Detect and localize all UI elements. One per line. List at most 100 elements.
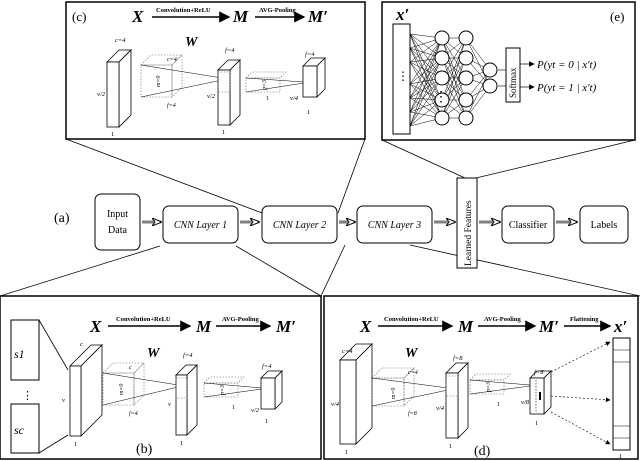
panel-c-output-cube: [302, 65, 318, 98]
cnn-layer-2-node: [261, 205, 338, 244]
panel-b-m-k: m=9: [119, 384, 125, 395]
cnn-layer-1-label: CNN Layer 1: [174, 220, 227, 231]
panel-b-s1: s1: [14, 347, 25, 361]
panel-c-input-slab: [106, 61, 120, 128]
pipeline-tag: (a): [54, 211, 70, 226]
panel-b-f-k: f=4: [129, 410, 138, 417]
panel-d-v4-in: v/4: [331, 401, 340, 408]
panel-e-input-dots: ⋮: [397, 69, 409, 83]
panel-c-f-m: f=4: [225, 47, 235, 54]
panel-d-one-p: 1: [497, 402, 500, 408]
nn-neuron: [458, 50, 474, 66]
panel-b-p-k: p=3: [220, 385, 226, 396]
nn-edge: [441, 77, 467, 119]
panel-c-v2-m: v/2: [207, 93, 216, 100]
panel-d-p-k: p=3: [486, 382, 492, 393]
panel-d-output-cube: [529, 377, 545, 415]
connector-lines: [0, 138, 640, 297]
panel-b-v-in: v: [62, 397, 65, 404]
panel-d: X Convolution+ReLU M AVG-Pooling M′ Flat…: [323, 295, 639, 460]
labels-node: [579, 205, 629, 244]
nn-edge: [409, 33, 443, 79]
nn-edge: [465, 69, 491, 119]
panel-b-sc-box: [10, 403, 40, 454]
panel-d-mp-label: M′: [538, 317, 559, 336]
panel-c-f-k: f=4: [167, 102, 176, 109]
nn-neuron: [482, 78, 498, 94]
learned-features-node: [456, 177, 478, 269]
nn-edge: [409, 47, 443, 119]
panel-c-one-m: 1: [222, 129, 225, 136]
panel-b-m-slab: [175, 374, 188, 436]
panel-d-one-m: 1: [449, 443, 452, 450]
nn-edge: [409, 37, 443, 99]
nn-neuron: [458, 70, 474, 86]
labels-label: Labels: [591, 220, 618, 231]
panel-d-m-k: m=9: [391, 388, 397, 399]
nn-neuron: [434, 30, 450, 46]
nn-edge: [409, 33, 443, 101]
classifier-label: Classifier: [509, 220, 548, 231]
panel-c-op1: Convolution+ReLU: [156, 7, 211, 14]
nn-edge: [409, 61, 443, 119]
panel-d-f-k: f=8: [408, 410, 417, 417]
panel-d-x-label: X: [359, 317, 372, 336]
cnn-layer-2-label: CNN Layer 2: [273, 220, 326, 231]
panel-c-one-out: 1: [307, 109, 310, 116]
nn-neuron: [434, 110, 450, 126]
panel-c-one-in: 1: [111, 131, 114, 138]
panel-b-sc: sc: [14, 423, 25, 437]
panel-b-op1: Convolution+ReLU: [116, 316, 171, 323]
panel-c: (c) X Convolution+ReLU M AVG-Pooling M′ …: [65, 1, 366, 140]
panel-d-m-label: M: [457, 317, 474, 336]
panel-b-tag: (b): [136, 442, 153, 457]
panel-c-mp-label: M′: [307, 7, 328, 26]
panel-d-input-slab: [339, 359, 357, 445]
panel-b-c-k: c: [129, 365, 132, 371]
panel-b-dots: ⋮: [22, 390, 33, 402]
panel-b-input-slab: [69, 365, 82, 437]
panel-c-x-label: X: [131, 7, 144, 26]
nn-neuron: [458, 110, 474, 126]
learned-features-label: Learned Features: [464, 200, 474, 266]
nn-edge: [441, 37, 467, 79]
nn-edge: [409, 47, 443, 101]
cnn-layer-3-label: CNN Layer 3: [368, 220, 421, 231]
panel-d-one-out: 1: [535, 420, 538, 427]
panel-c-m-label: M: [232, 7, 249, 26]
panel-d-f-m: f=8: [453, 355, 463, 362]
input-data-line2: Data: [108, 225, 127, 236]
nn-edge: [409, 77, 443, 127]
nn-edge: [409, 77, 443, 113]
panel-d-w-label: W: [405, 346, 419, 361]
panel-b-w-label: W: [147, 346, 161, 361]
panel-d-flat-vector: [612, 337, 631, 451]
nn-neuron: [458, 92, 474, 108]
panel-b-op2: AVG-Pooling: [222, 316, 259, 323]
input-data-node: [94, 193, 141, 251]
nn-edge: [409, 83, 443, 119]
panel-b: s1 ⋮ sc X Convolution+ReLU M AVG-Pooling…: [0, 295, 322, 460]
panel-b-one-p: 1: [232, 405, 235, 411]
cnn-layer-3-node: [356, 205, 433, 244]
nn-neuron: [434, 70, 450, 86]
panel-b-v2-out: v/2: [251, 407, 260, 414]
panel-b-mp-label: M′: [275, 317, 296, 336]
panel-d-c-in: c=4: [342, 348, 353, 355]
panel-d-op2: AVG-Pooling: [484, 316, 521, 323]
panel-d-v8-out: v/8: [521, 399, 530, 406]
input-data-line1: Input: [107, 209, 128, 220]
panel-c-p-k: p=3: [262, 80, 268, 91]
nn-edge: [409, 37, 443, 113]
nn-neuron: [482, 62, 498, 78]
panel-d-one-in: 1: [345, 449, 348, 456]
nn-edge: [441, 57, 467, 119]
panel-d-op3: Flattening: [570, 316, 599, 323]
panel-d-xp-label: x′: [613, 317, 627, 336]
panel-d-one-vec: 1: [619, 453, 622, 460]
panel-e-softmax-box: [505, 47, 521, 103]
panel-c-f-out: f=4: [305, 51, 315, 58]
panel-c-v4-out: v/4: [290, 95, 299, 102]
panel-e-p1: P(yt = 1 | x′t): [536, 82, 597, 94]
nn-edge: [409, 37, 443, 85]
